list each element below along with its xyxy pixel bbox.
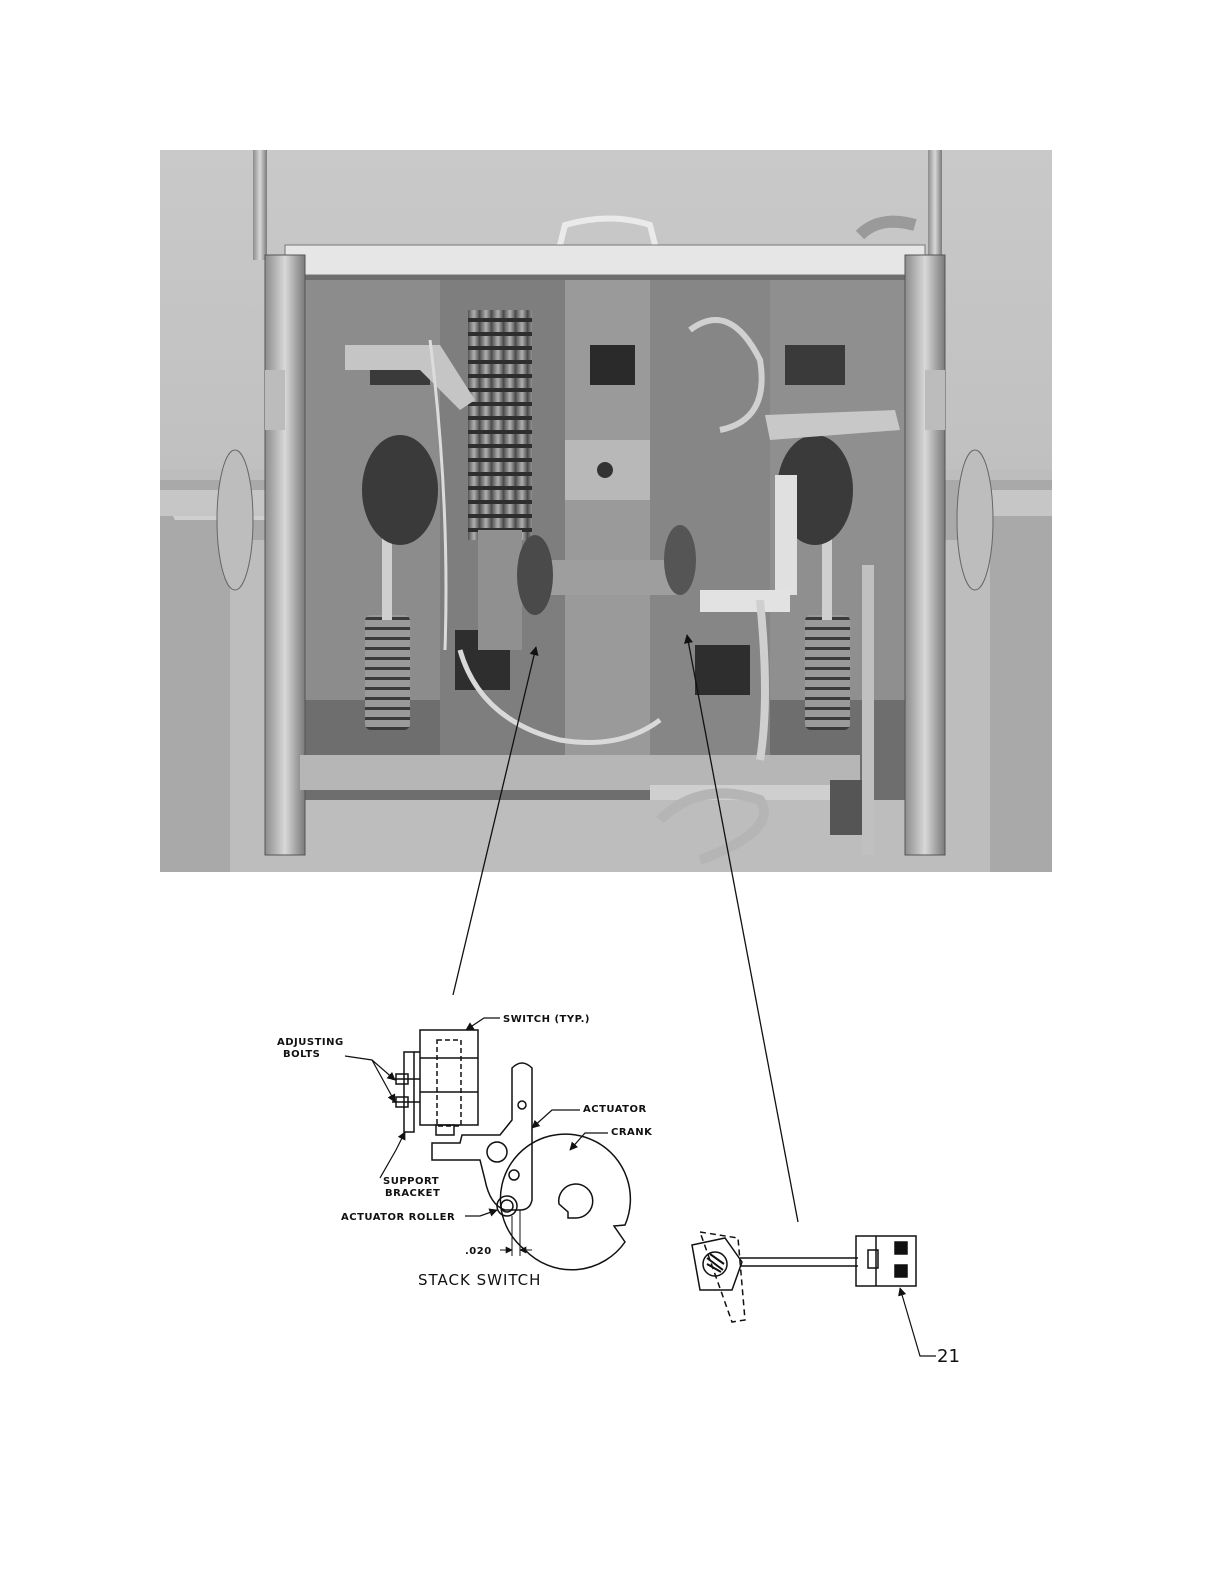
label-support-bracket-2: BRACKET (385, 1188, 440, 1199)
label-switch: SWITCH (TYP.) (503, 1014, 590, 1025)
actuator-arm (432, 1063, 532, 1210)
label-actuator: ACTUATOR (583, 1104, 647, 1115)
switch-body (420, 1030, 478, 1125)
part-number-callout: 21 (937, 1346, 960, 1367)
stack-switch-labels: SWITCH (TYP.) ADJUSTING BOLTS ACTUATOR C… (277, 1014, 653, 1289)
stack-switch-diagram (345, 1018, 630, 1270)
part-21-diagram (692, 1232, 936, 1356)
cam-hub (692, 1238, 742, 1290)
label-adjusting-bolts-2: BOLTS (283, 1049, 320, 1060)
label-actuator-roller: ACTUATOR ROLLER (341, 1212, 455, 1223)
label-gap: .020 (465, 1246, 492, 1257)
label-support-bracket-1: SUPPORT (383, 1176, 439, 1187)
lever-outline (700, 1232, 745, 1322)
label-adjusting-bolts-1: ADJUSTING (277, 1037, 344, 1048)
label-crank: CRANK (611, 1127, 653, 1138)
mechanism-photo (160, 150, 1052, 872)
support-bracket (404, 1052, 414, 1132)
diagram-title: STACK SWITCH (418, 1271, 541, 1289)
